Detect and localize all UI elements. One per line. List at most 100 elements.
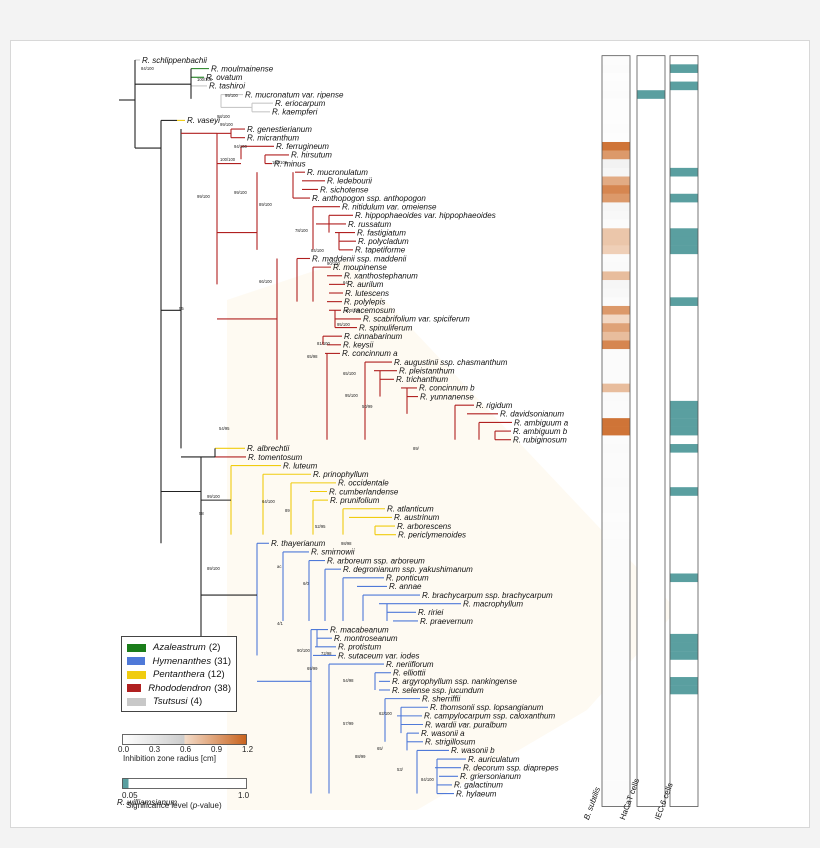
- heat-cell-bsubtilis: [602, 720, 630, 730]
- heat-cell-iec6: [670, 81, 698, 91]
- heat-cell-iec6: [670, 702, 698, 712]
- heat-cell-bsubtilis: [602, 305, 630, 315]
- heat-cell-bsubtilis: [602, 211, 630, 220]
- heat-cell-bsubtilis: [602, 461, 630, 471]
- legend-swatch: [127, 697, 146, 706]
- heat-cell-bsubtilis: [602, 469, 630, 479]
- legend-count: (12): [207, 669, 225, 681]
- taxon-label: R. tapetiforme: [355, 246, 406, 255]
- heat-cell-bsubtilis: [602, 556, 630, 566]
- heat-cell-iec6: [670, 685, 698, 695]
- taxon-label: R. austrinum: [394, 513, 440, 522]
- legend-item: Azaleastrum(2): [127, 641, 231, 655]
- heat-cell-iec6: [670, 728, 698, 738]
- taxon-label: R. micranthum: [247, 133, 299, 142]
- heat-cell-bsubtilis: [602, 444, 630, 453]
- heat-cell-iec6: [670, 521, 698, 531]
- support-value: 84/100: [311, 248, 324, 253]
- support-value: 69/99: [307, 666, 318, 671]
- heat-cell-bsubtilis: [602, 435, 630, 445]
- legend-count: (2): [208, 642, 221, 654]
- heat-cell-bsubtilis: [602, 702, 630, 712]
- taxon-label: R. prinophyllum: [313, 470, 369, 479]
- taxon-label: R. moupinense: [333, 263, 387, 272]
- heat-cell-iec6: [670, 633, 698, 643]
- heat-cell-bsubtilis: [602, 245, 630, 255]
- heat-cell-bsubtilis: [602, 254, 630, 264]
- heat-column-border: [669, 55, 699, 807]
- heat-cell-iec6: [670, 107, 698, 117]
- legend-count: (38): [214, 682, 231, 694]
- taxon-label: R. concinnum a: [342, 349, 398, 358]
- inhibition-scale: [122, 733, 252, 751]
- heat-cell-hacat: [637, 236, 665, 246]
- taxon-label: R. wardii var. puralbum: [425, 720, 507, 729]
- heat-cell-hacat: [637, 711, 665, 721]
- heat-cell-bsubtilis: [602, 271, 630, 281]
- legend-name: Pentanthera: [153, 669, 205, 681]
- taxon-label: R. neriiflorum: [386, 660, 434, 669]
- heat-cell-hacat: [637, 426, 665, 436]
- heat-cell-iec6: [670, 167, 698, 177]
- taxon-label: R. selense ssp. jucundum: [392, 686, 484, 695]
- heat-cell-iec6: [670, 280, 698, 289]
- support-value: 95/100: [345, 393, 358, 398]
- heat-cell-hacat: [637, 72, 665, 82]
- heat-cell-bsubtilis: [602, 599, 630, 609]
- heat-cell-bsubtilis: [602, 668, 630, 678]
- support-value: 50/99: [362, 404, 373, 409]
- taxon-label: R. arboreum ssp. arboreum: [327, 556, 425, 565]
- significance-scale: [122, 777, 252, 795]
- heat-cell-bsubtilis: [602, 521, 630, 531]
- support-value: 90/100: [327, 261, 340, 266]
- heat-cell-iec6: [670, 426, 698, 436]
- taxon-label: R. auriculatum: [468, 755, 520, 764]
- heat-cell-bsubtilis: [602, 366, 630, 376]
- heat-cell-bsubtilis: [602, 124, 630, 134]
- support-value: 64/: [343, 280, 350, 285]
- heat-cell-hacat: [637, 694, 665, 704]
- heat-cell-bsubtilis: [602, 564, 630, 574]
- heat-cell-iec6: [670, 150, 698, 160]
- taxon-label: R. thayerianum: [271, 539, 326, 548]
- taxon-label: R. russatum: [348, 220, 391, 229]
- heat-cell-bsubtilis: [602, 418, 630, 427]
- taxon-label: R. montroseanum: [334, 634, 398, 643]
- heat-cell-iec6: [670, 513, 698, 522]
- heat-cell-bsubtilis: [602, 504, 630, 514]
- heat-cell-hacat: [637, 418, 665, 427]
- heat-cell-bsubtilis: [602, 582, 630, 591]
- heat-cell-hacat: [637, 633, 665, 643]
- taxon-label: R. anthopogon ssp. anthopogon: [312, 194, 426, 203]
- heat-cell-bsubtilis: [602, 357, 630, 367]
- heat-cell-iec6: [670, 651, 698, 660]
- taxon-label: R. scabrifolium var. spiciferum: [363, 315, 470, 324]
- heat-cell-iec6: [670, 616, 698, 626]
- heat-cell-iec6: [670, 530, 698, 540]
- legend-swatch: [127, 657, 146, 666]
- taxon-label: R. periclymenoides: [398, 530, 466, 539]
- support-value: 72/98: [321, 651, 332, 656]
- taxon-label: R. maddenii ssp. maddenii: [312, 254, 406, 263]
- heat-cell-hacat: [637, 141, 665, 151]
- heat-cell-iec6: [670, 452, 698, 462]
- heat-cell-iec6: [670, 771, 698, 781]
- heat-cell-iec6: [670, 564, 698, 574]
- taxon-label: R. kaempferi: [272, 108, 318, 117]
- taxon-label: R. nitidulum var. omeiense: [342, 203, 437, 212]
- taxon-label: R. praevernum: [420, 617, 473, 626]
- taxon-label: R. ambiguum b: [513, 427, 568, 436]
- heat-cell-bsubtilis: [602, 487, 630, 497]
- heat-cell-iec6: [670, 444, 698, 453]
- heat-cell-hacat: [637, 271, 665, 281]
- heat-cell-hacat: [637, 737, 665, 747]
- taxon-label: R. williamsianum: [117, 798, 177, 807]
- heat-cell-iec6: [670, 72, 698, 82]
- heat-cell-hacat: [637, 702, 665, 712]
- heat-cell-iec6: [670, 314, 698, 324]
- inhibition-colorbar: [122, 734, 247, 745]
- taxon-label: R. keysii: [343, 341, 373, 350]
- heat-cell-iec6: [670, 590, 698, 600]
- support-value: 94/100: [234, 144, 247, 149]
